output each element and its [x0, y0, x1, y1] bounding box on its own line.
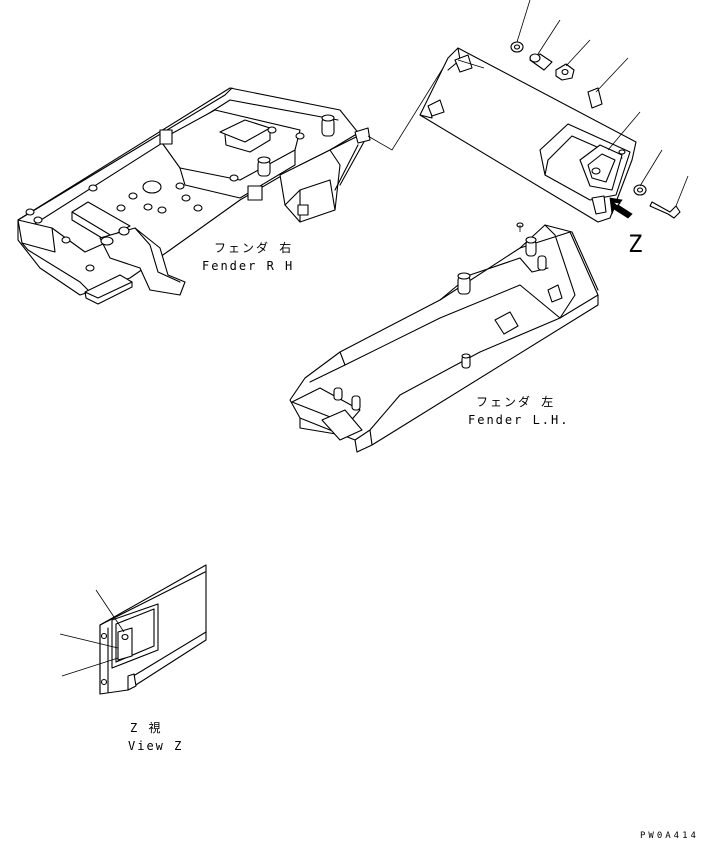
view-z-label-jp: Z 視 — [130, 720, 162, 735]
cover-plate-drawing — [419, 47, 637, 223]
drawing-code: PW0A414 — [640, 831, 699, 841]
fender-rh-drawing — [17, 87, 371, 305]
fender-lh-label-en: Fender L.H. — [468, 413, 569, 427]
view-z-label-en: View Z — [128, 739, 183, 753]
fender-lh-label-jp: フェンダ 左 — [476, 394, 555, 409]
view-z-detail — [59, 564, 207, 695]
view-letter: Z — [628, 230, 642, 258]
fender-lh-drawing — [289, 222, 599, 453]
fender-rh-label-en: Fender R H — [202, 259, 294, 273]
hardware-parts — [510, 41, 681, 219]
arrow-icon — [609, 197, 633, 219]
callout-leaders — [457, 0, 689, 207]
fender-rh-label-jp: フェンダ 右 — [214, 240, 293, 255]
